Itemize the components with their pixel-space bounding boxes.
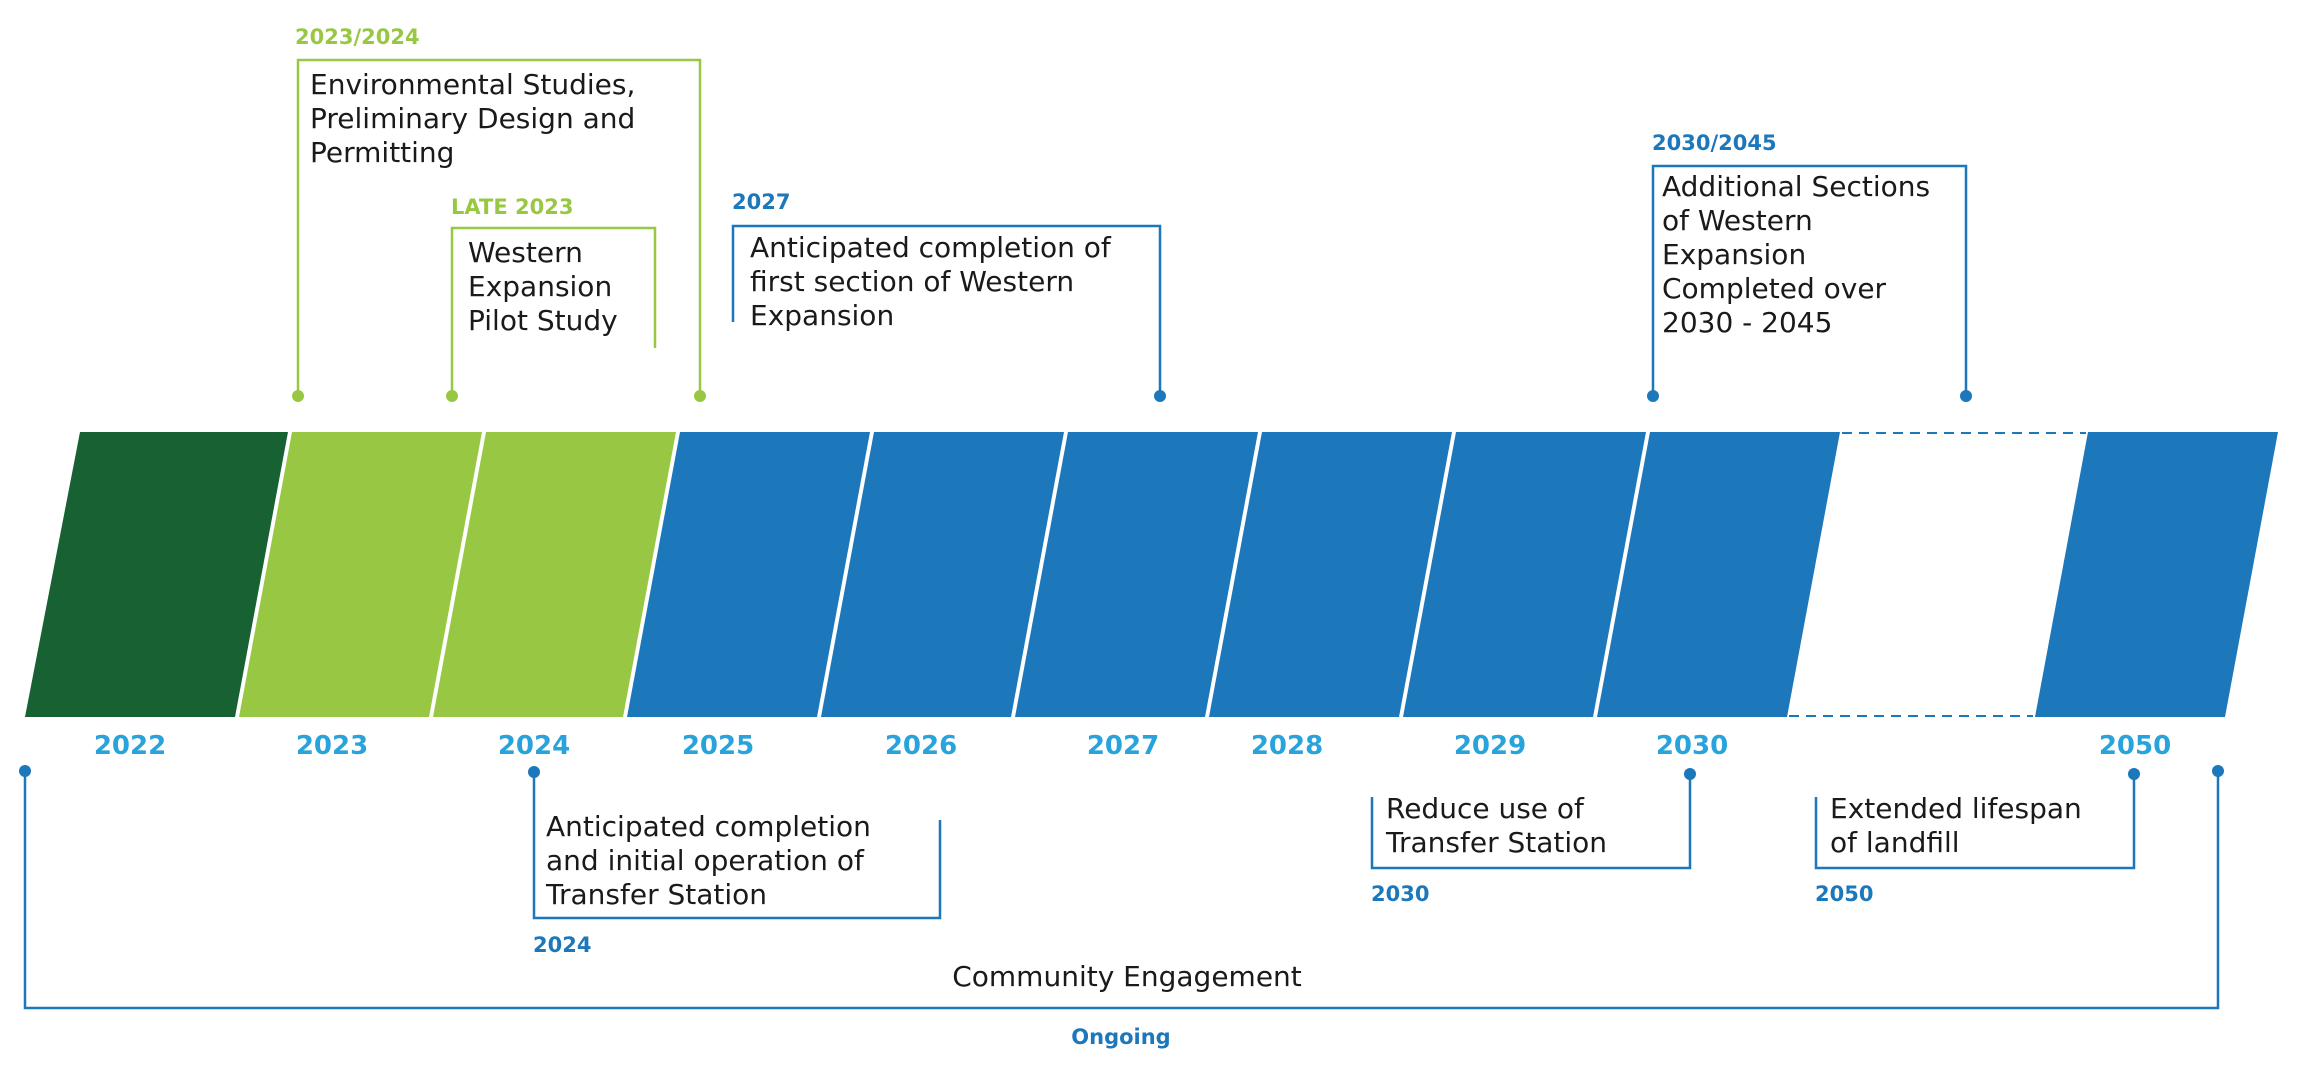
milestone-tag: 2024	[533, 933, 591, 957]
marker-dot	[2212, 765, 2224, 777]
marker-dot	[694, 390, 706, 402]
milestone-environmental-studies: 2023/2024 Environmental Studies, Prelimi…	[292, 25, 706, 402]
year-label-2028: 2028	[1251, 731, 1323, 761]
bracket-line	[296, 58, 702, 396]
bracket-line	[23, 771, 2220, 1010]
milestone-additional-sections: 2030/2045 Additional Sections of Western…	[1647, 131, 1972, 402]
milestone-reduce-use: Reduce use of Transfer Station 2030	[1370, 768, 1696, 906]
segment-2030	[1597, 432, 1840, 717]
segment-2025	[627, 432, 870, 717]
year-label-2050: 2050	[2099, 731, 2171, 761]
milestone-text-line: 2030 - 2045	[1662, 306, 1832, 339]
milestone-tag: 2030/2045	[1652, 131, 1777, 155]
marker-dot	[2128, 768, 2140, 780]
marker-dot	[446, 390, 458, 402]
year-label-2027: 2027	[1087, 731, 1159, 761]
milestone-first-section: 2027 Anticipated completion of first sec…	[731, 190, 1166, 402]
milestone-text-line: and initial operation of	[546, 844, 865, 877]
segment-2026	[821, 432, 1064, 717]
bracket-line	[1651, 164, 1968, 396]
milestone-text-line: Reduce use of	[1386, 792, 1585, 825]
year-label-2023: 2023	[296, 731, 368, 761]
engagement-label: Community Engagement	[952, 960, 1302, 993]
milestone-text-line: first section of Western	[750, 265, 1074, 298]
milestone-text-line: Expansion	[1662, 238, 1806, 271]
milestone-tag: 2050	[1815, 882, 1873, 906]
milestone-extended-lifespan: Extended lifespan of landfill 2050	[1814, 768, 2140, 906]
year-label-2024: 2024	[498, 731, 570, 761]
year-label-2022: 2022	[94, 731, 166, 761]
milestone-text-line: Completed over	[1662, 272, 1887, 305]
milestone-pilot-study: LATE 2023 Western Expansion Pilot Study	[446, 195, 657, 402]
milestone-text-line: Permitting	[310, 136, 454, 169]
segment-2022	[25, 432, 288, 717]
segment-2028	[1209, 432, 1452, 717]
milestone-text-line: Transfer Station	[1385, 826, 1607, 859]
bracket-line	[532, 772, 942, 920]
bracket-line	[450, 226, 657, 396]
marker-dot	[19, 765, 31, 777]
year-label-2030: 2030	[1656, 731, 1728, 761]
year-labels: 2022 2023 2024 2025 2026 2027 2028 2029 …	[94, 731, 2171, 761]
milestone-text-line: Preliminary Design and	[310, 102, 635, 135]
milestone-text-line: Expansion	[750, 299, 894, 332]
milestone-text-line: Expansion	[468, 270, 612, 303]
milestone-text-line: Extended lifespan	[1830, 792, 2082, 825]
milestone-text-line: Environmental Studies,	[310, 68, 635, 101]
marker-dot	[1154, 390, 1166, 402]
bracket-line	[731, 224, 1162, 396]
milestone-tag: 2023/2024	[295, 25, 420, 49]
milestone-text-line: Additional Sections	[1662, 170, 1930, 203]
marker-dot	[292, 390, 304, 402]
marker-dot	[528, 766, 540, 778]
milestone-tag: 2030	[1371, 882, 1429, 906]
year-label-2029: 2029	[1454, 731, 1526, 761]
community-engagement: Community Engagement Ongoing	[19, 765, 2224, 1049]
marker-dot	[1960, 390, 1972, 402]
year-label-2026: 2026	[885, 731, 957, 761]
milestone-tag: LATE 2023	[451, 195, 573, 219]
milestone-text-line: Transfer Station	[545, 878, 767, 911]
marker-dot	[1684, 768, 1696, 780]
milestone-tag: 2027	[732, 190, 790, 214]
segment-2029	[1403, 432, 1646, 717]
milestone-text-line: Anticipated completion	[546, 810, 871, 843]
milestone-transfer-station: Anticipated completion and initial opera…	[528, 766, 942, 957]
segment-2050	[2035, 432, 2278, 717]
segment-2023	[239, 432, 482, 717]
segment-2024	[433, 432, 676, 717]
bracket-line	[1814, 774, 2136, 870]
milestone-text-line: Pilot Study	[468, 304, 618, 337]
milestone-text-line: Western	[468, 236, 583, 269]
milestone-text-line: Anticipated completion of	[750, 231, 1112, 264]
milestone-text-line: of landfill	[1830, 826, 1960, 859]
year-label-2025: 2025	[682, 731, 754, 761]
marker-dot	[1647, 390, 1659, 402]
segment-2027	[1015, 432, 1258, 717]
timeline-band	[25, 432, 2278, 717]
milestone-text-line: of Western	[1662, 204, 1813, 237]
bracket-line	[1370, 774, 1692, 870]
engagement-tag: Ongoing	[1071, 1025, 1170, 1049]
